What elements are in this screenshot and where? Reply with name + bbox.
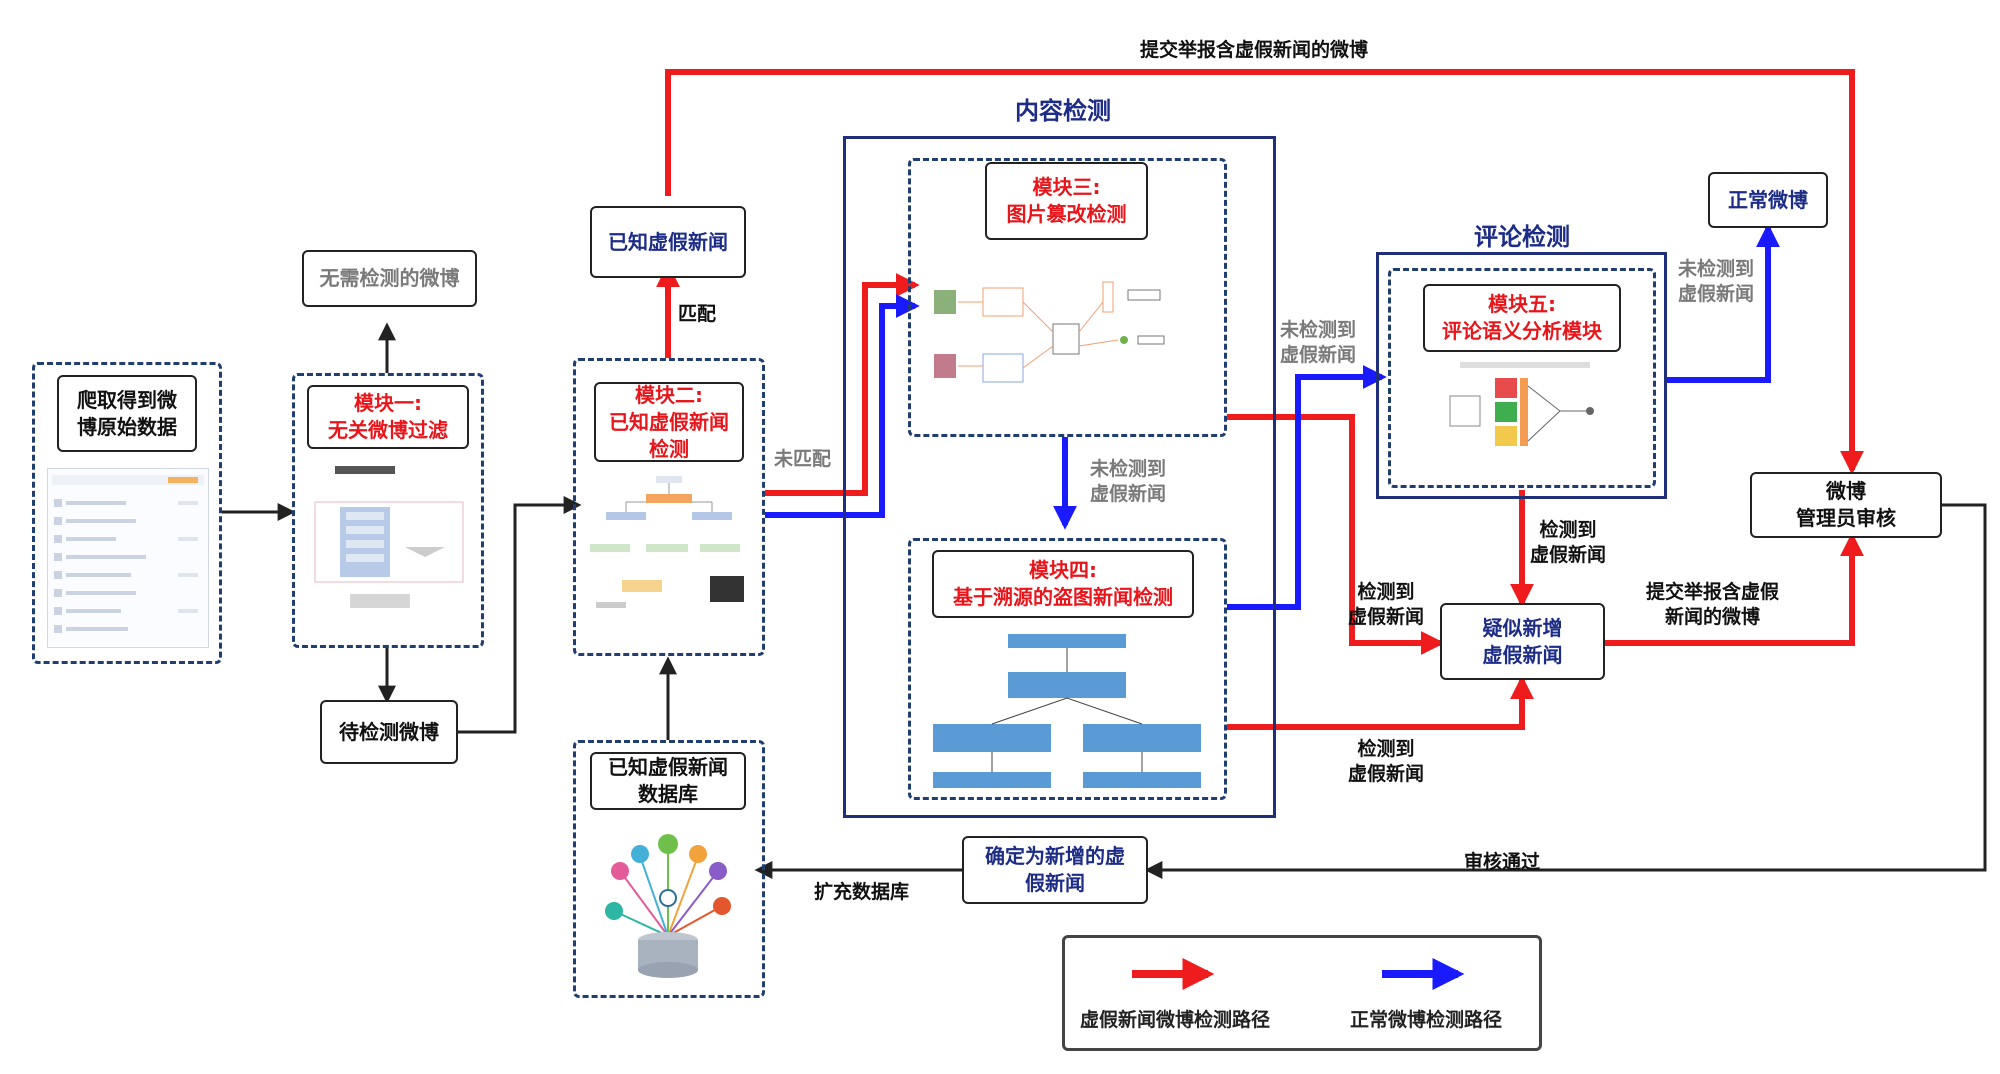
confirm-new-box: 确定为新增的虚 假新闻 bbox=[962, 836, 1148, 904]
legend-arrows bbox=[1132, 958, 1465, 990]
comment-detection-title: 评论检测 bbox=[1474, 223, 1570, 251]
content-detection-group bbox=[843, 136, 1276, 818]
database-icon bbox=[605, 834, 731, 978]
blue-arrows bbox=[765, 223, 1780, 610]
tracing-network-image bbox=[933, 634, 1201, 788]
review-passed-label: 审核通过 bbox=[1464, 851, 1541, 873]
module1-title: 模块一: 无关微博过滤 bbox=[307, 385, 469, 449]
tamper-network-image bbox=[934, 281, 1165, 383]
legend bbox=[1062, 935, 1542, 1051]
undetected-label-2: 未检测到 虚假新闻 bbox=[1280, 319, 1357, 366]
detected-label-1: 检测到 虚假新闻 bbox=[1530, 519, 1607, 566]
comment-detection-group bbox=[1376, 252, 1667, 499]
normal-weibo-box: 正常微博 bbox=[1708, 172, 1828, 228]
module4-thumbnail bbox=[925, 628, 1210, 788]
legend-normal-path: 正常微博检测路径 bbox=[1350, 1009, 1503, 1031]
submit-report-top-label: 提交举报含虚假新闻的微博 bbox=[1140, 39, 1369, 61]
module4-panel bbox=[908, 538, 1227, 800]
module1-thumbnail bbox=[310, 462, 468, 622]
red-arrows bbox=[656, 69, 1864, 730]
submit-report-right-label: 提交举报含虚假 新闻的微博 bbox=[1646, 581, 1780, 628]
raw-data-label: 爬取得到微博原始数据 bbox=[57, 375, 197, 452]
filter-model-image bbox=[314, 466, 464, 608]
module5-panel bbox=[1388, 268, 1656, 488]
weibo-list-thumbnail bbox=[47, 468, 209, 648]
module4-title: 模块四: 基于溯源的盗图新闻检测 bbox=[932, 550, 1194, 618]
detected-label-3: 检测到 虚假新闻 bbox=[1348, 738, 1425, 785]
known-db-title: 已知虚假新闻 数据库 bbox=[590, 752, 746, 810]
module5-title: 模块五: 评论语义分析模块 bbox=[1423, 284, 1621, 352]
admin-review-box: 微博 管理员审核 bbox=[1750, 472, 1942, 538]
content-detection-title: 内容检测 bbox=[1015, 97, 1111, 125]
raw-data-panel bbox=[32, 362, 222, 664]
comment-model-image bbox=[1449, 362, 1594, 446]
no-need-detect-box: 无需检测的微博 bbox=[302, 250, 477, 307]
module3-panel bbox=[908, 158, 1227, 437]
module1-panel bbox=[292, 373, 484, 648]
known-db-panel bbox=[573, 740, 765, 998]
weibo-list-image bbox=[52, 475, 204, 633]
module3-title: 模块三: 图片篡改检测 bbox=[985, 162, 1148, 240]
module2-title: 模块二: 已知虚假新闻 检测 bbox=[594, 382, 744, 462]
expand-db-label: 扩充数据库 bbox=[814, 881, 910, 903]
module5-thumbnail bbox=[1440, 356, 1610, 476]
match-label: 匹配 bbox=[678, 303, 717, 325]
black-arrows bbox=[222, 322, 1987, 879]
suspect-fake-box: 疑似新增 虚假新闻 bbox=[1440, 603, 1605, 680]
undetected-label-1: 未检测到 虚假新闻 bbox=[1090, 458, 1167, 505]
known-fake-box: 已知虚假新闻 bbox=[590, 206, 746, 278]
module2-panel bbox=[573, 358, 765, 656]
matching-flow-image bbox=[590, 476, 744, 608]
module2-thumbnail bbox=[586, 472, 752, 634]
no-match-label: 未匹配 bbox=[774, 448, 832, 470]
module3-thumbnail bbox=[928, 262, 1208, 408]
to-detect-box: 待检测微博 bbox=[320, 700, 458, 764]
undetected-label-3: 未检测到 虚假新闻 bbox=[1678, 258, 1755, 305]
legend-fake-path: 虚假新闻微博检测路径 bbox=[1080, 1009, 1271, 1031]
detected-label-2: 检测到 虚假新闻 bbox=[1348, 581, 1425, 628]
